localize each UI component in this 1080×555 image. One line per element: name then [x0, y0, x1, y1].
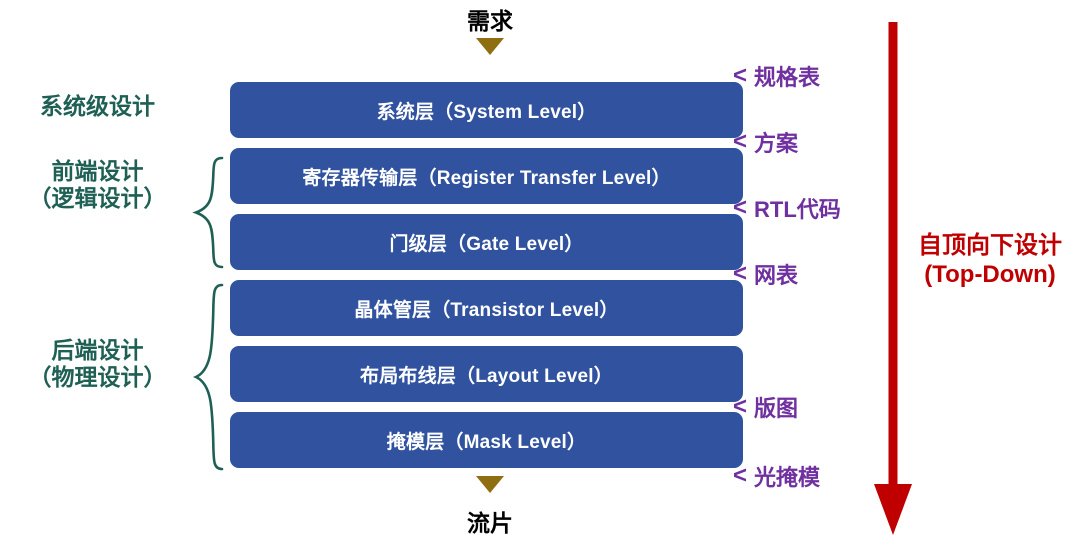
triangle-down-icon-top — [476, 38, 504, 55]
chevron-left-icon-scheme: < — [733, 128, 748, 155]
group-label-backend-design: 后端设计 （物理设计） — [10, 337, 185, 391]
chevron-left-icon-spec: < — [733, 62, 748, 89]
chevron-left-icon-photomask: < — [733, 462, 748, 489]
layer-box-transistor-level[interactable]: 晶体管层（Transistor Level） — [230, 280, 743, 336]
layer-box-mask-level[interactable]: 掩模层（Mask Level） — [230, 412, 743, 468]
brace-frontend-design — [192, 155, 226, 270]
arrow-down-icon-topdown — [874, 22, 912, 535]
triangle-down-icon-bottom — [476, 476, 504, 493]
artifact-label-spec: 规格表 — [754, 65, 821, 90]
topdown-label-line1: 自顶向下设计 — [918, 232, 1062, 259]
topdown-label: 自顶向下设计 (Top-Down) — [905, 232, 1075, 290]
chevron-left-icon-layout: < — [733, 393, 748, 420]
top-caption-requirement: 需求 — [467, 8, 513, 34]
bottom-caption-tapeout: 流片 — [467, 510, 513, 536]
layer-box-layout-level[interactable]: 布局布线层（Layout Level） — [230, 346, 743, 402]
artifact-note-photomask: < 光掩模 — [733, 460, 820, 492]
brace-backend-design — [192, 282, 226, 472]
brace-frontend-icon — [192, 156, 224, 269]
layer-box-register-transfer-level[interactable]: 寄存器传输层（Register Transfer Level） — [230, 148, 743, 204]
group-label-frontend-design: 前端设计 （逻辑设计） — [10, 158, 185, 212]
topdown-label-line2: (Top-Down) — [924, 260, 1056, 288]
group-label-system-design-line1: 系统级设计 — [40, 93, 155, 119]
group-label-backend-design-line1: 后端设计 — [51, 337, 144, 363]
group-label-frontend-design-line1: 前端设计 — [51, 158, 144, 184]
artifact-note-layout: < 版图 — [733, 391, 798, 423]
chevron-left-icon-rtl-code: < — [733, 194, 748, 221]
brace-backend-icon — [192, 283, 224, 471]
group-label-backend-design-line2: （物理设计） — [28, 364, 167, 391]
layer-box-gate-level[interactable]: 门级层（Gate Level） — [230, 214, 743, 270]
group-label-system-design: 系统级设计 — [10, 93, 185, 120]
chevron-left-icon-netlist: < — [733, 260, 748, 287]
layer-box-system-level[interactable]: 系统层（System Level） — [230, 82, 743, 138]
artifact-label-photomask: 光掩模 — [754, 465, 821, 490]
artifact-label-netlist: 网表 — [754, 263, 799, 288]
artifact-label-scheme: 方案 — [754, 131, 799, 156]
artifact-label-rtl-code: RTL代码 — [754, 197, 841, 222]
artifact-note-scheme: < 方案 — [733, 126, 798, 158]
artifact-note-spec: < 规格表 — [733, 60, 820, 92]
artifact-label-layout: 版图 — [754, 396, 799, 421]
group-label-frontend-design-line2: （逻辑设计） — [28, 185, 167, 212]
artifact-note-rtl-code: < RTL代码 — [733, 192, 841, 224]
artifact-note-netlist: < 网表 — [733, 258, 798, 290]
